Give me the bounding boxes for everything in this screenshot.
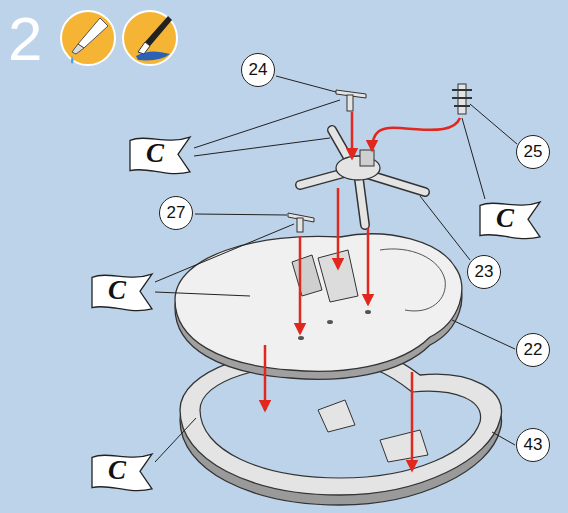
- callout-number: 27: [167, 203, 186, 223]
- stand-part: [300, 130, 425, 225]
- callout-number: 25: [524, 142, 543, 162]
- pin-24: [336, 90, 366, 111]
- flag-label: C: [478, 198, 542, 239]
- callout-circle: 23: [467, 255, 501, 289]
- flag-letter: C: [146, 138, 164, 169]
- callout-number: 22: [524, 340, 543, 360]
- callout-number: 43: [524, 435, 543, 455]
- callout-circle: 22: [516, 333, 550, 367]
- callout-number: 24: [249, 60, 268, 80]
- callout-circle: 27: [159, 196, 193, 230]
- glue-icon: [61, 11, 115, 65]
- flag-label: C: [128, 133, 192, 174]
- flag-label: C: [90, 270, 154, 311]
- pin-27: [288, 213, 314, 232]
- paint-icon: [123, 11, 177, 65]
- flag-letter: C: [108, 455, 126, 486]
- callout-circle: 43: [516, 428, 550, 462]
- flag-label: C: [90, 450, 154, 491]
- assembly-arrows: [265, 112, 460, 470]
- step-number: 2: [8, 8, 42, 70]
- part-25: [452, 84, 472, 114]
- callout-circle: 24: [241, 53, 275, 87]
- callout-number: 23: [475, 262, 494, 282]
- flag-letter: C: [496, 203, 514, 234]
- leader-lines: [155, 76, 517, 462]
- callout-circle: 25: [516, 135, 550, 169]
- flag-letter: C: [108, 275, 126, 306]
